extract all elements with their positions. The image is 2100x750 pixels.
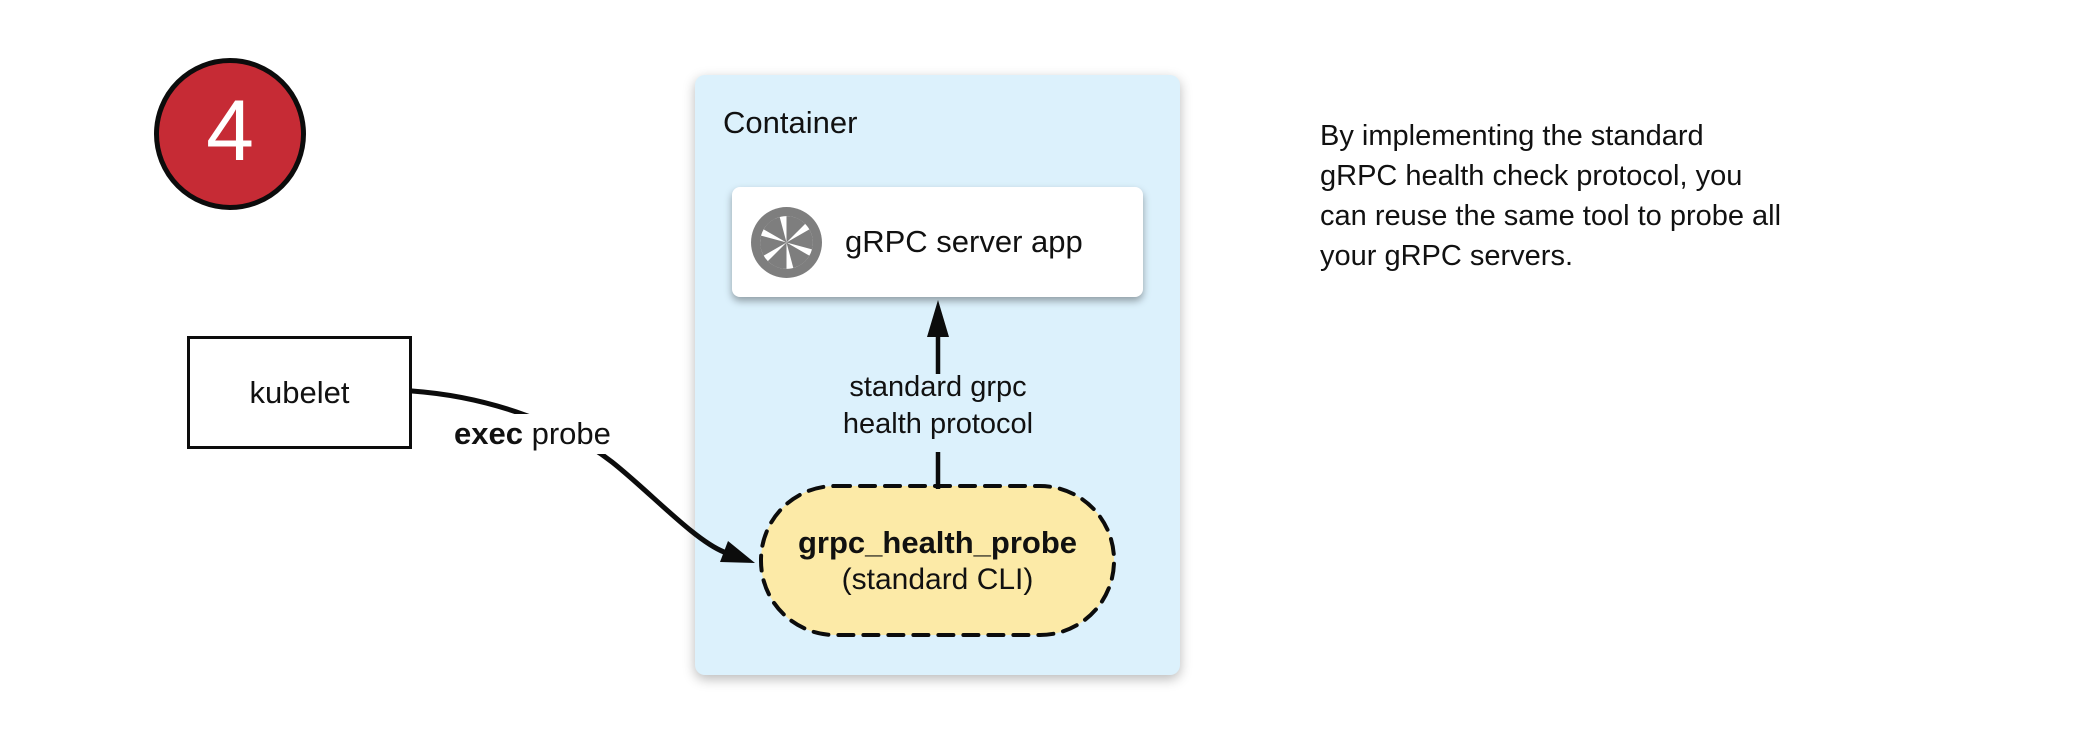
probe-pill-title: grpc_health_probe bbox=[797, 524, 1078, 560]
container-title: Container bbox=[723, 105, 858, 140]
caption-line: By implementing the standard bbox=[1320, 120, 1704, 152]
kubelet-label: kubelet bbox=[249, 374, 350, 410]
exec-probe-label-rest: probe bbox=[522, 416, 611, 451]
kubelet-box: kubelet bbox=[187, 336, 412, 449]
exec-probe-label-bold: exec bbox=[454, 416, 523, 451]
step-number: 4 bbox=[206, 83, 254, 179]
protocol-arrow-label: standard grpc health protocol bbox=[778, 369, 1098, 443]
grpc-health-probe-pill: grpc_health_probe (standard CLI) bbox=[758, 483, 1117, 638]
caption-line: gRPC health check protocol, you bbox=[1320, 160, 1743, 192]
caption-text: By implementing the standard gRPC health… bbox=[1320, 116, 1781, 276]
protocol-label-line2: health protocol bbox=[842, 408, 1034, 440]
step-badge: 4 bbox=[154, 58, 306, 210]
probe-pill-subtitle: (standard CLI) bbox=[841, 562, 1034, 596]
grpc-server-app-box: gRPC server app bbox=[732, 187, 1143, 297]
grpc-server-app-label: gRPC server app bbox=[845, 224, 1083, 259]
caption-line: can reuse the same tool to probe all bbox=[1320, 200, 1782, 232]
protocol-label-line1: standard grpc bbox=[849, 371, 1027, 403]
caption-line: your gRPC servers. bbox=[1320, 240, 1574, 272]
exec-probe-label: exec probe bbox=[446, 414, 619, 454]
shutter-icon bbox=[751, 206, 822, 278]
container-box: Container gRPC server app standard grpc … bbox=[695, 75, 1180, 675]
